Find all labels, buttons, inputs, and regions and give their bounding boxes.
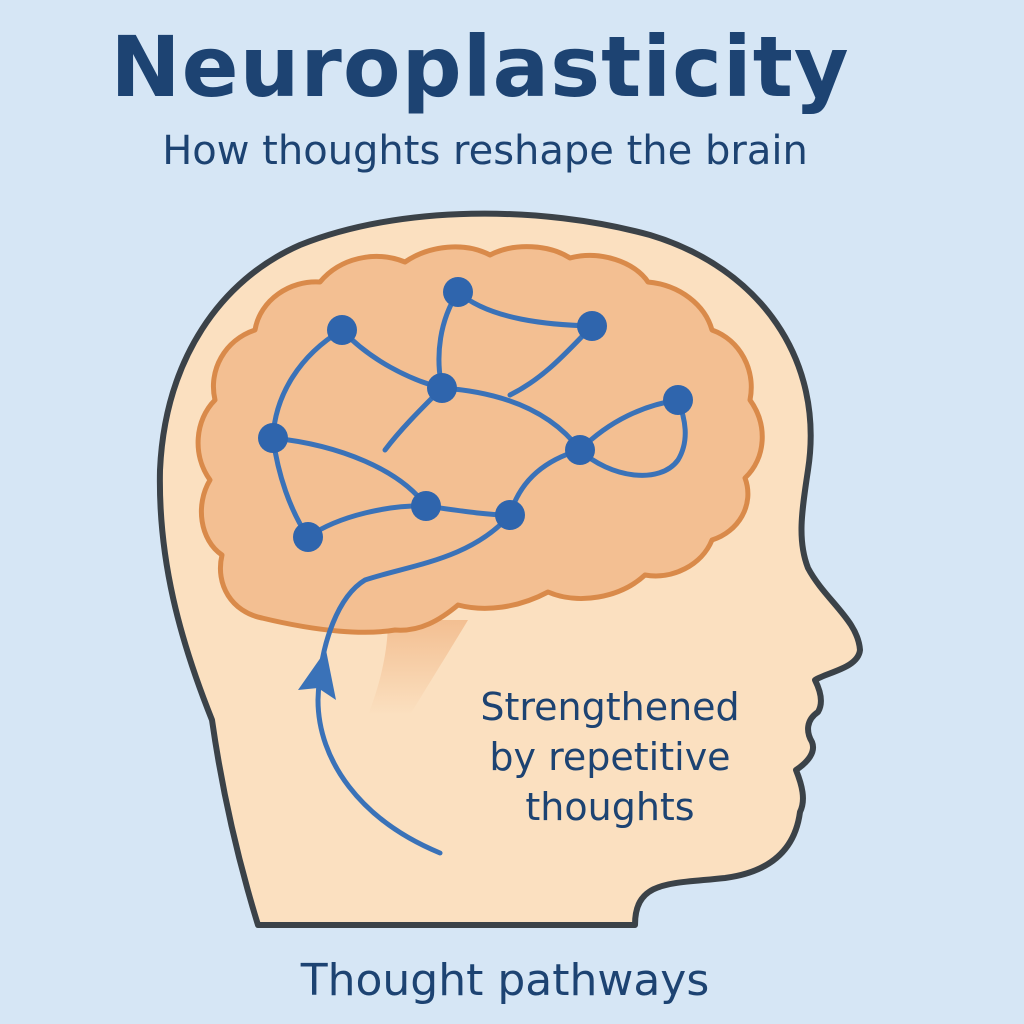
neuron-node: [411, 491, 441, 521]
page-title: Neuroplasticity: [110, 18, 850, 116]
pathway-15: [315, 512, 513, 856]
annotation-line-3: thoughts: [525, 785, 695, 829]
neuron-node: [495, 500, 525, 530]
neuron-node: [258, 423, 288, 453]
neuron-node: [327, 315, 357, 345]
page-subtitle: How thoughts reshape the brain: [162, 128, 808, 174]
pathway-2: [455, 289, 595, 329]
neuron-node: [443, 277, 473, 307]
footer-label: Thought pathways: [300, 955, 710, 1006]
annotation-line-2: by repetitive: [489, 735, 731, 779]
pathway-14: [577, 397, 688, 478]
pathway-6: [439, 385, 583, 453]
arrow-up-icon: [298, 650, 336, 700]
neuron-node: [293, 522, 323, 552]
pathway-8: [270, 435, 429, 509]
brain-stem: [368, 620, 468, 715]
annotation-line-1: Strengthened: [480, 685, 740, 729]
neuron-node: [663, 385, 693, 415]
neuron-node: [577, 311, 607, 341]
neuron-node: [427, 373, 457, 403]
neuron-node: [565, 435, 595, 465]
pathway-annotation: Strengthened by repetitive thoughts: [440, 682, 780, 832]
neuron-nodes: [258, 277, 693, 552]
